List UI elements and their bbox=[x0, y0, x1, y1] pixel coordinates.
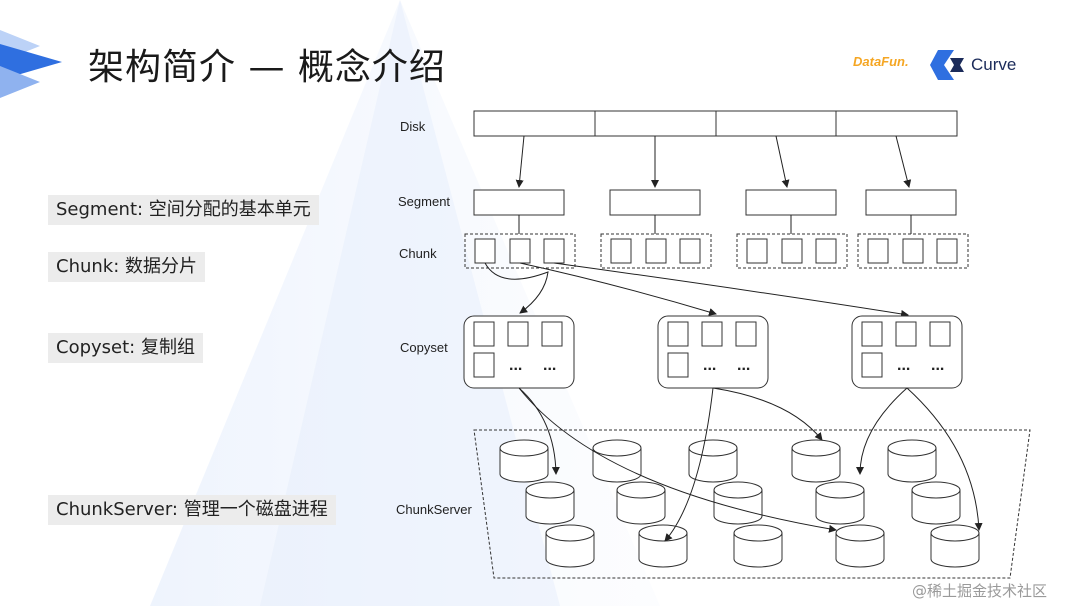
disk-bar bbox=[473, 110, 958, 137]
slide-title: 架构简介 — 概念介绍 bbox=[88, 47, 446, 88]
chunk-row bbox=[464, 233, 969, 269]
curve-logo-icon bbox=[930, 50, 964, 80]
disk-cylinder-icon bbox=[835, 524, 885, 568]
disk-cylinder-icon bbox=[638, 524, 688, 568]
chunkserver-region bbox=[473, 429, 1031, 579]
watermark: @稀土掘金技术社区 bbox=[912, 582, 1048, 600]
disk-cylinder-icon bbox=[713, 481, 763, 525]
disk-cylinder-icon bbox=[592, 439, 642, 483]
concept-segment: Segment: 空间分配的基本单元 bbox=[48, 195, 319, 225]
copyset-ellipsis: ... bbox=[509, 357, 522, 374]
level-label-chunkserver: ChunkServer bbox=[396, 502, 473, 517]
disk-cylinder-icon bbox=[930, 524, 980, 568]
copyset-row: ... ... ... ... ... ... bbox=[463, 315, 963, 389]
disk-cylinder-icon bbox=[791, 439, 841, 483]
chunkserver-disks bbox=[499, 439, 980, 568]
disk-cylinder-icon bbox=[616, 481, 666, 525]
level-label-segment: Segment bbox=[398, 194, 450, 209]
disk-cylinder-icon bbox=[499, 439, 549, 483]
copyset-ellipsis: ... bbox=[703, 357, 716, 374]
level-label-copyset: Copyset bbox=[400, 340, 448, 355]
level-label-disk: Disk bbox=[400, 119, 426, 134]
concept-copyset: Copyset: 复制组 bbox=[48, 333, 203, 363]
copyset-ellipsis: ... bbox=[931, 357, 944, 374]
copyset-ellipsis: ... bbox=[897, 357, 910, 374]
concept-chunk: Chunk: 数据分片 bbox=[48, 252, 206, 282]
concept-chunkserver: ChunkServer: 管理一个磁盘进程 bbox=[48, 495, 336, 525]
disk-cylinder-icon bbox=[887, 439, 937, 483]
disk-cylinder-icon bbox=[545, 524, 595, 568]
disk-cylinder-icon bbox=[911, 481, 961, 525]
slide-chevron-logo bbox=[0, 30, 62, 98]
copyset-ellipsis: ... bbox=[737, 357, 750, 374]
copyset-ellipsis: ... bbox=[543, 357, 556, 374]
disk-cylinder-icon bbox=[815, 481, 865, 525]
disk-cylinder-icon bbox=[733, 524, 783, 568]
curve-logo-text: Curve bbox=[971, 55, 1017, 74]
disk-cylinder-icon bbox=[525, 481, 575, 525]
segment-row bbox=[473, 189, 957, 216]
datafun-logo: DataFun. bbox=[853, 54, 909, 69]
level-label-chunk: Chunk bbox=[399, 246, 437, 261]
